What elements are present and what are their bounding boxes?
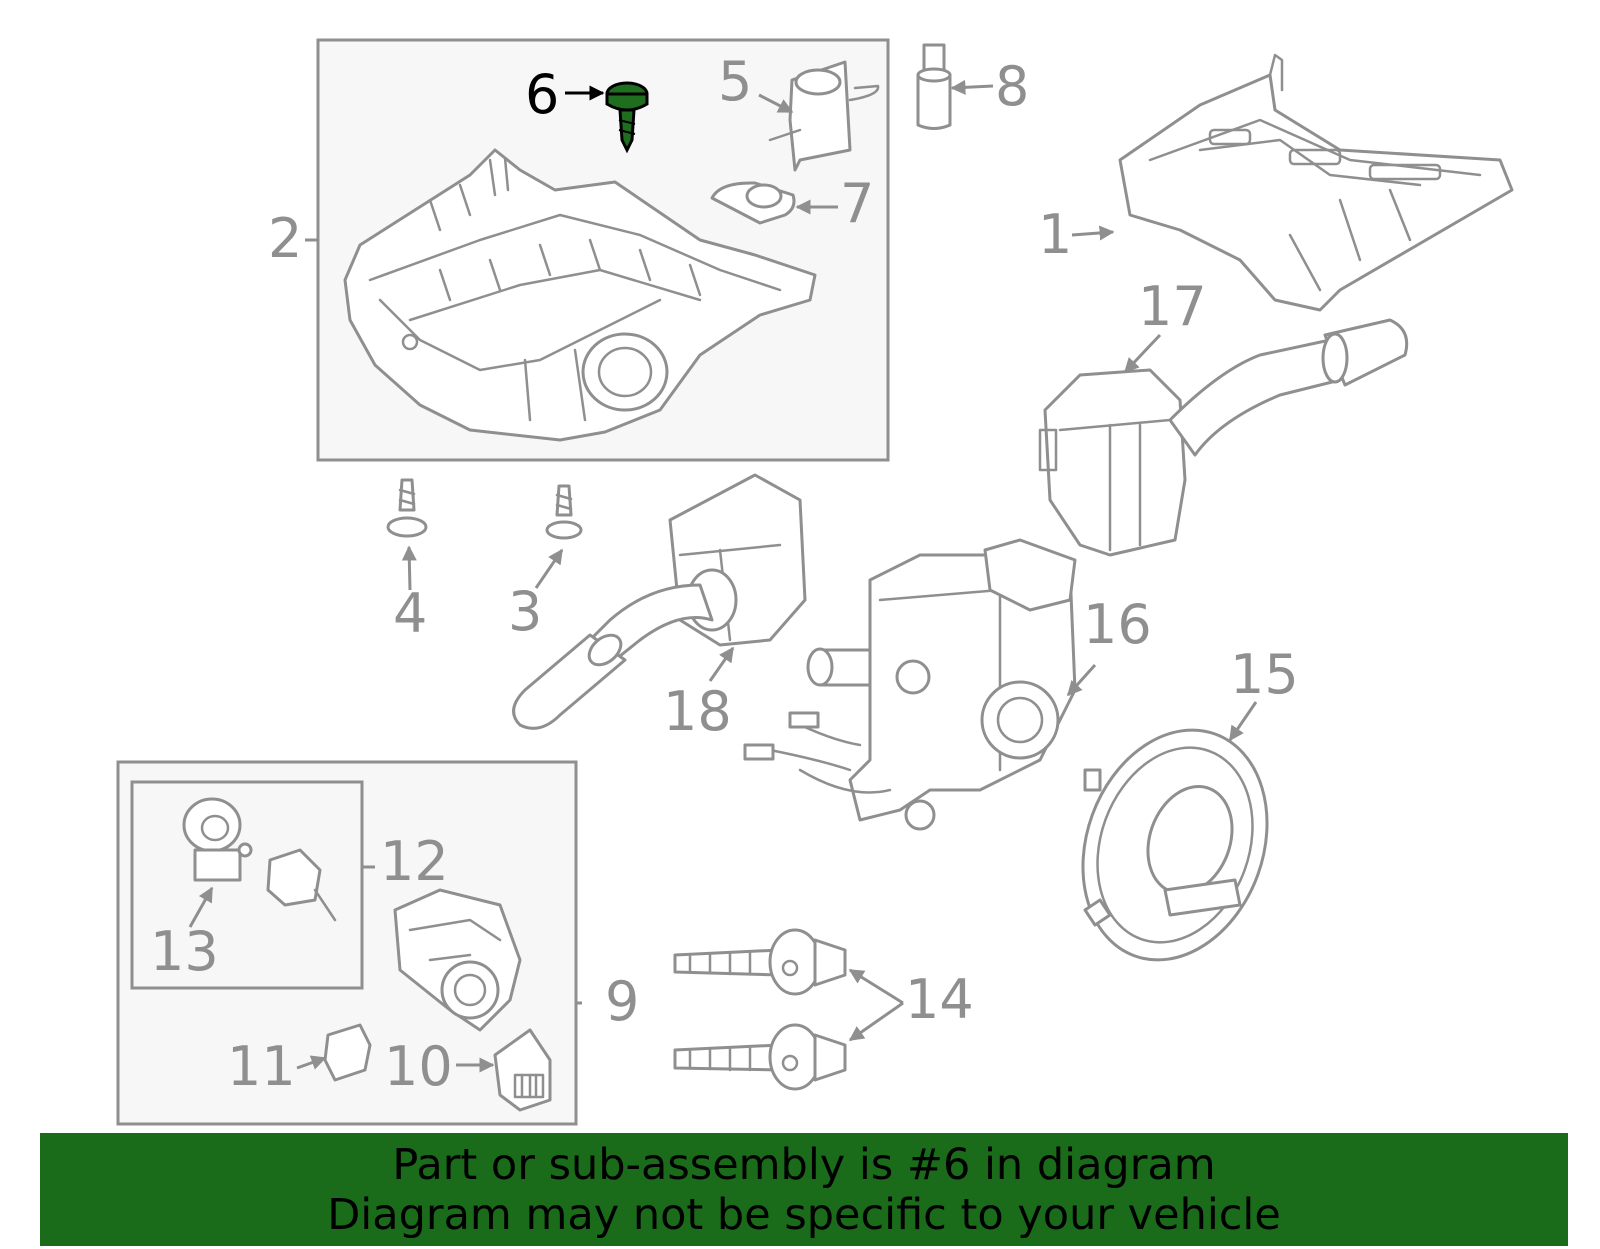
part-4-screw[interactable] [386,478,428,538]
callout-13: 13 [150,920,219,983]
part-1-upper-column-cover[interactable] [1118,53,1514,312]
callout-3: 3 [508,580,542,643]
part-18-turn-switch[interactable] [512,473,807,730]
part-7-grommet[interactable] [710,181,796,225]
part-15-clock-spring[interactable] [1052,704,1298,986]
part-9-ignition-assembly[interactable] [393,888,522,1032]
part-14-key-lower[interactable] [673,1023,847,1091]
callout-11: 11 [227,1035,296,1098]
callout-10: 10 [384,1035,453,1098]
part-10-ignition-switch[interactable] [493,1028,552,1112]
part-8-pin[interactable] [916,43,952,130]
part-11-switch[interactable] [323,1023,372,1082]
callout-16: 16 [1083,593,1152,656]
callout-12: 12 [380,830,449,893]
banner-line-1: Part or sub-assembly is #6 in diagram [392,1139,1216,1190]
part-2-lower-column-cover[interactable] [343,148,817,442]
callout-17: 17 [1138,275,1207,338]
callout-18: 18 [663,680,732,743]
info-banner: Part or sub-assembly is #6 in diagram Di… [40,1133,1568,1246]
callout-15: 15 [1230,643,1299,706]
callout-14: 14 [905,968,974,1031]
callout-9: 9 [605,970,639,1033]
part-6-screw[interactable] [605,81,649,154]
callout-4: 4 [393,582,427,645]
banner-line-2: Diagram may not be specific to your vehi… [327,1189,1281,1240]
part-12-sensor[interactable] [266,848,337,922]
callout-8: 8 [995,55,1029,118]
callout-7: 7 [840,172,874,235]
callout-1: 1 [1038,203,1072,266]
callout-5: 5 [718,50,752,113]
part-16-column-housing[interactable] [743,538,1077,831]
callout-2: 2 [268,207,302,270]
part-14-key-upper[interactable] [673,928,847,996]
part-3-screw[interactable] [545,484,583,540]
group-box-12 [130,780,364,990]
callout-6: 6 [525,63,559,126]
part-17-wiper-switch[interactable] [1038,318,1409,557]
part-13-ignition-ring[interactable] [182,797,253,882]
part-5-switch-cover[interactable] [768,60,880,172]
